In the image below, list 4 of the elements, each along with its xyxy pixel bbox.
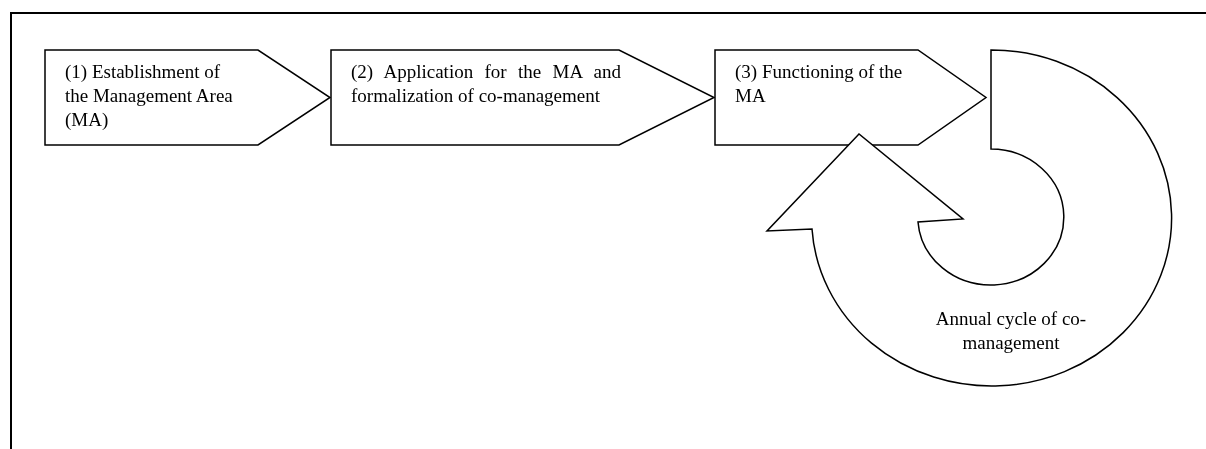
node-label: (3) Functioning of the MA	[735, 60, 904, 108]
node-label: (2) Application for the MA and formalization of co-management	[351, 60, 621, 108]
node-label: (1) Establishment of the Management Area (MA)	[65, 60, 234, 132]
node-label: Annual cycle of co-management	[934, 307, 1088, 355]
